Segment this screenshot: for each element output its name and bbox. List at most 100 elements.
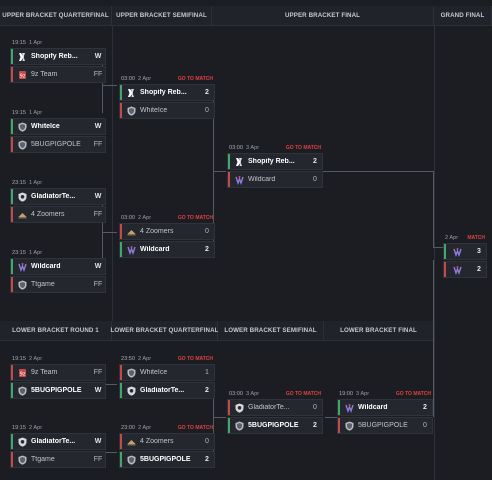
team-name: 4 Zoomers [31,211,65,218]
result-bar [120,85,122,100]
go-to-match-link[interactable]: GO TO MATCH [285,391,321,397]
team-name: 5BUGPIGPOLE [140,456,191,463]
gladiators-logo-icon [126,386,136,396]
shield-logo-icon [17,386,27,396]
zoomers-logo-icon [126,437,136,447]
result-bar [11,67,13,82]
result-bar [228,172,230,187]
result-bar [11,365,13,380]
team-row-lbr1b-1[interactable]: GladiatorTe...W [10,433,106,450]
team-name: 5BUGPIGPOLE [31,141,81,148]
team-row-ubsf2-1[interactable]: 4 Zoomers 0 [119,223,215,240]
team-score: FF [93,211,103,218]
team-row-lbsf-2[interactable]: 5BUGPIGPOLE 2 [227,417,323,434]
team-score: 2 [313,158,317,165]
match-time: 03:00 [121,215,135,221]
match-time: 19:00 [339,391,353,397]
match-date: 3 Apr [246,391,260,397]
connector-line [323,171,433,172]
result-bar [120,434,122,449]
shield-logo-icon [17,140,27,150]
result-bar [228,154,230,169]
team-row-ubqf1-1[interactable]: Shopify Reb...W [10,48,106,65]
go-to-match-link[interactable]: GO TO MATCH [177,356,213,362]
gladiators-logo-icon [234,403,244,413]
match-date: 2 Apr [138,425,152,431]
go-to-match-link[interactable]: GO TO MATCH [285,145,321,151]
team-row-ubf-1[interactable]: Shopify Reb...2 [227,153,323,170]
team-score: W [94,263,102,270]
team-score: 2 [205,387,209,394]
go-to-match-link[interactable]: GO TO MATCH [177,425,213,431]
column-divider [112,26,113,321]
match-date: 2 Apr [445,235,459,241]
go-to-match-link[interactable]: GO TO MATCH [177,76,213,82]
team-name: 4 Zoomers [140,228,174,235]
team-row-ubqf2-2[interactable]: 5BUGPIGPOLE FF [10,136,106,153]
svg-text:9z: 9z [19,73,25,79]
team-name: GladiatorTe... [140,387,185,394]
team-row-lbsf-1[interactable]: GladiatorTe...0 [227,399,323,416]
result-bar [228,400,230,415]
match-gf[interactable]: 2 Apr MATCH 3 2 [443,233,487,279]
gladiators-logo-icon [17,192,27,202]
result-bar [338,418,340,433]
team-name: Wildcard [140,246,170,253]
team-row-gf-2[interactable]: 2 [443,261,487,278]
wildcard-logo-icon [17,262,27,272]
team-name: 5BUGPIGPOLE [358,422,408,429]
team-name: WhiteIce [140,369,168,376]
team-name: 5BUGPIGPOLE [248,422,299,429]
team-row-lbqf1-2[interactable]: GladiatorTe... 2 [119,382,215,399]
match-date: 1 Apr [29,250,43,256]
go-to-match-link[interactable]: GO TO MATCH [177,215,213,221]
match-time: 23:50 [121,356,135,362]
shield-logo-icon [126,455,136,465]
team-score: 2 [477,266,481,273]
team-name: Shopify Reb... [140,89,187,96]
team-row-ubqf3-2[interactable]: 4 Zoomers FF [10,206,106,223]
result-bar [120,103,122,118]
go-to-match-link[interactable]: GO TO MATCH [395,391,431,397]
team-row-gf-1[interactable]: 3 [443,243,487,260]
team-row-ubqf3-1[interactable]: GladiatorTe...W [10,188,106,205]
match-link[interactable]: MATCH [467,235,485,241]
team-score: 2 [313,422,317,429]
team-score: 0 [205,228,209,235]
wildcard-logo-icon [126,245,136,255]
team-row-ubsf1-1[interactable]: Shopify Reb...2 [119,84,215,101]
team-score: FF [93,141,103,148]
team-score: 0 [205,107,209,114]
